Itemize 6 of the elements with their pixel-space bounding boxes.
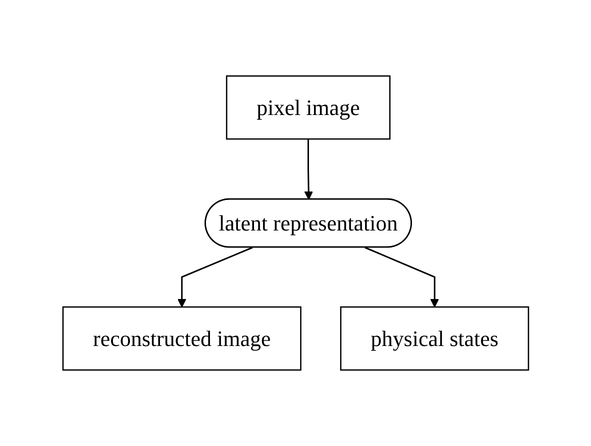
node-box: physical states xyxy=(340,306,529,371)
arrow xyxy=(177,246,253,308)
arrow xyxy=(364,246,439,308)
node-box: reconstructed image xyxy=(62,306,302,371)
arrow xyxy=(304,139,313,200)
node-box: pixel image xyxy=(226,75,390,140)
